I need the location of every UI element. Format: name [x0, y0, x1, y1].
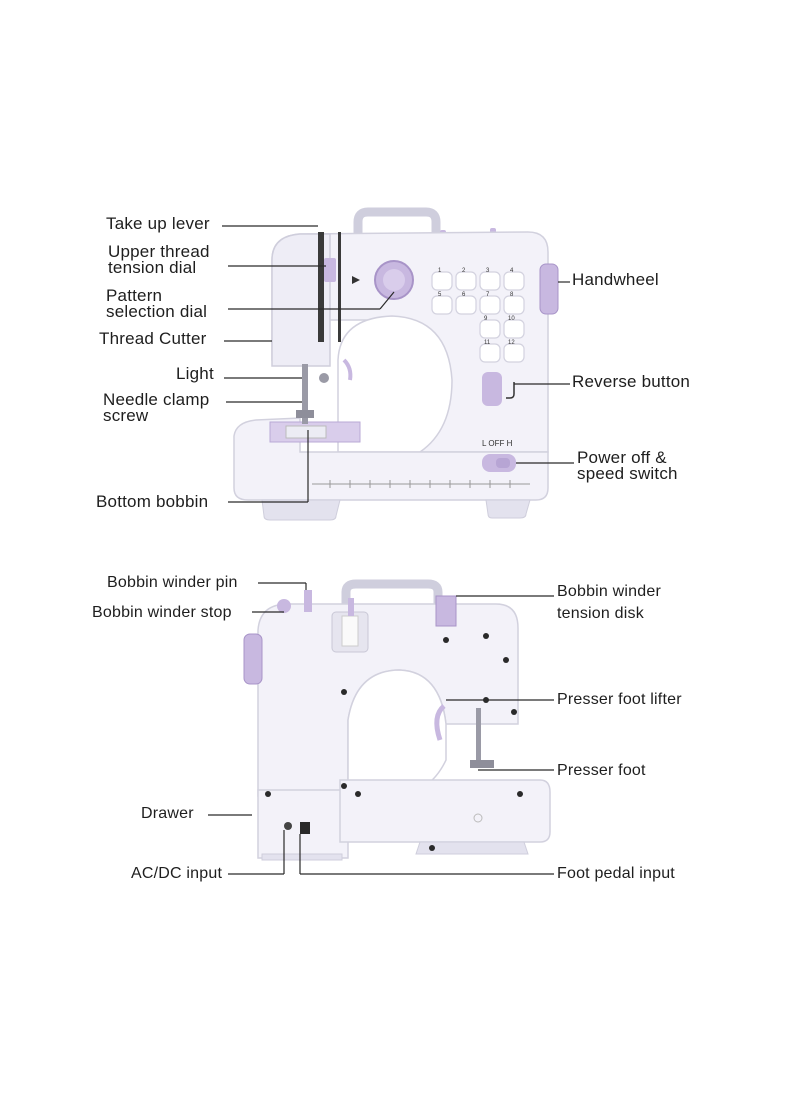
stitch-number-11: 11 — [484, 340, 491, 346]
label-presser-foot: Presser foot — [557, 762, 646, 779]
stitch-number-1: 1 — [438, 268, 442, 274]
stitch-number-6: 6 — [462, 292, 466, 298]
label-take-up-lever: Take up lever — [106, 214, 210, 233]
stitch-number-7: 7 — [486, 292, 490, 298]
back-machine — [243, 579, 551, 861]
label-line: selection dial — [106, 302, 208, 321]
stitch-number-10: 10 — [508, 316, 515, 322]
stitch-number-2: 2 — [462, 268, 466, 274]
label-line: Power off & — [577, 448, 667, 467]
label-line: Upper thread — [108, 242, 210, 261]
label-ac-dc-input: AC/DC input — [131, 865, 223, 882]
label-line: Bobbin winder — [557, 583, 661, 600]
label-line: Pattern — [106, 286, 163, 305]
label-power-speed-switch: Power off & speed switch — [577, 448, 678, 483]
label-bobbin-winder-tension-disk: Bobbin winder tension disk — [557, 584, 661, 622]
front-machine — [233, 207, 559, 521]
label-line: speed switch — [577, 464, 678, 483]
label-bottom-bobbin: Bottom bobbin — [96, 492, 209, 511]
label-bobbin-winder-stop: Bobbin winder stop — [92, 604, 232, 621]
label-needle-clamp-screw: Needle clamp screw — [103, 390, 210, 425]
label-thread-cutter: Thread Cutter — [99, 329, 207, 348]
label-bobbin-winder-pin: Bobbin winder pin — [107, 574, 238, 591]
stitch-number-9: 9 — [484, 316, 488, 322]
leader-lines — [208, 225, 574, 875]
label-line: screw — [103, 406, 149, 425]
stitch-number-3: 3 — [486, 268, 490, 274]
label-foot-pedal-input: Foot pedal input — [557, 865, 675, 882]
switch-text: L OFF H — [482, 439, 513, 448]
label-drawer: Drawer — [141, 805, 194, 822]
label-handwheel: Handwheel — [572, 270, 659, 289]
label-line: Needle clamp — [103, 390, 210, 409]
label-pattern-selection-dial: Pattern selection dial — [106, 286, 208, 321]
label-presser-foot-lifter: Presser foot lifter — [557, 691, 682, 708]
label-line: tension dial — [108, 258, 197, 277]
label-upper-thread-tension-dial: Upper thread tension dial — [108, 242, 210, 277]
stitch-number-12: 12 — [508, 340, 515, 346]
label-line: tension disk — [557, 605, 644, 622]
stitch-number-8: 8 — [510, 292, 514, 298]
label-reverse-button: Reverse button — [572, 372, 691, 391]
label-light: Light — [176, 364, 214, 383]
stitch-number-4: 4 — [510, 268, 514, 274]
stitch-numbers: 1 2 3 4 5 6 7 8 9 10 11 12 — [438, 268, 515, 346]
stitch-number-5: 5 — [438, 292, 442, 298]
